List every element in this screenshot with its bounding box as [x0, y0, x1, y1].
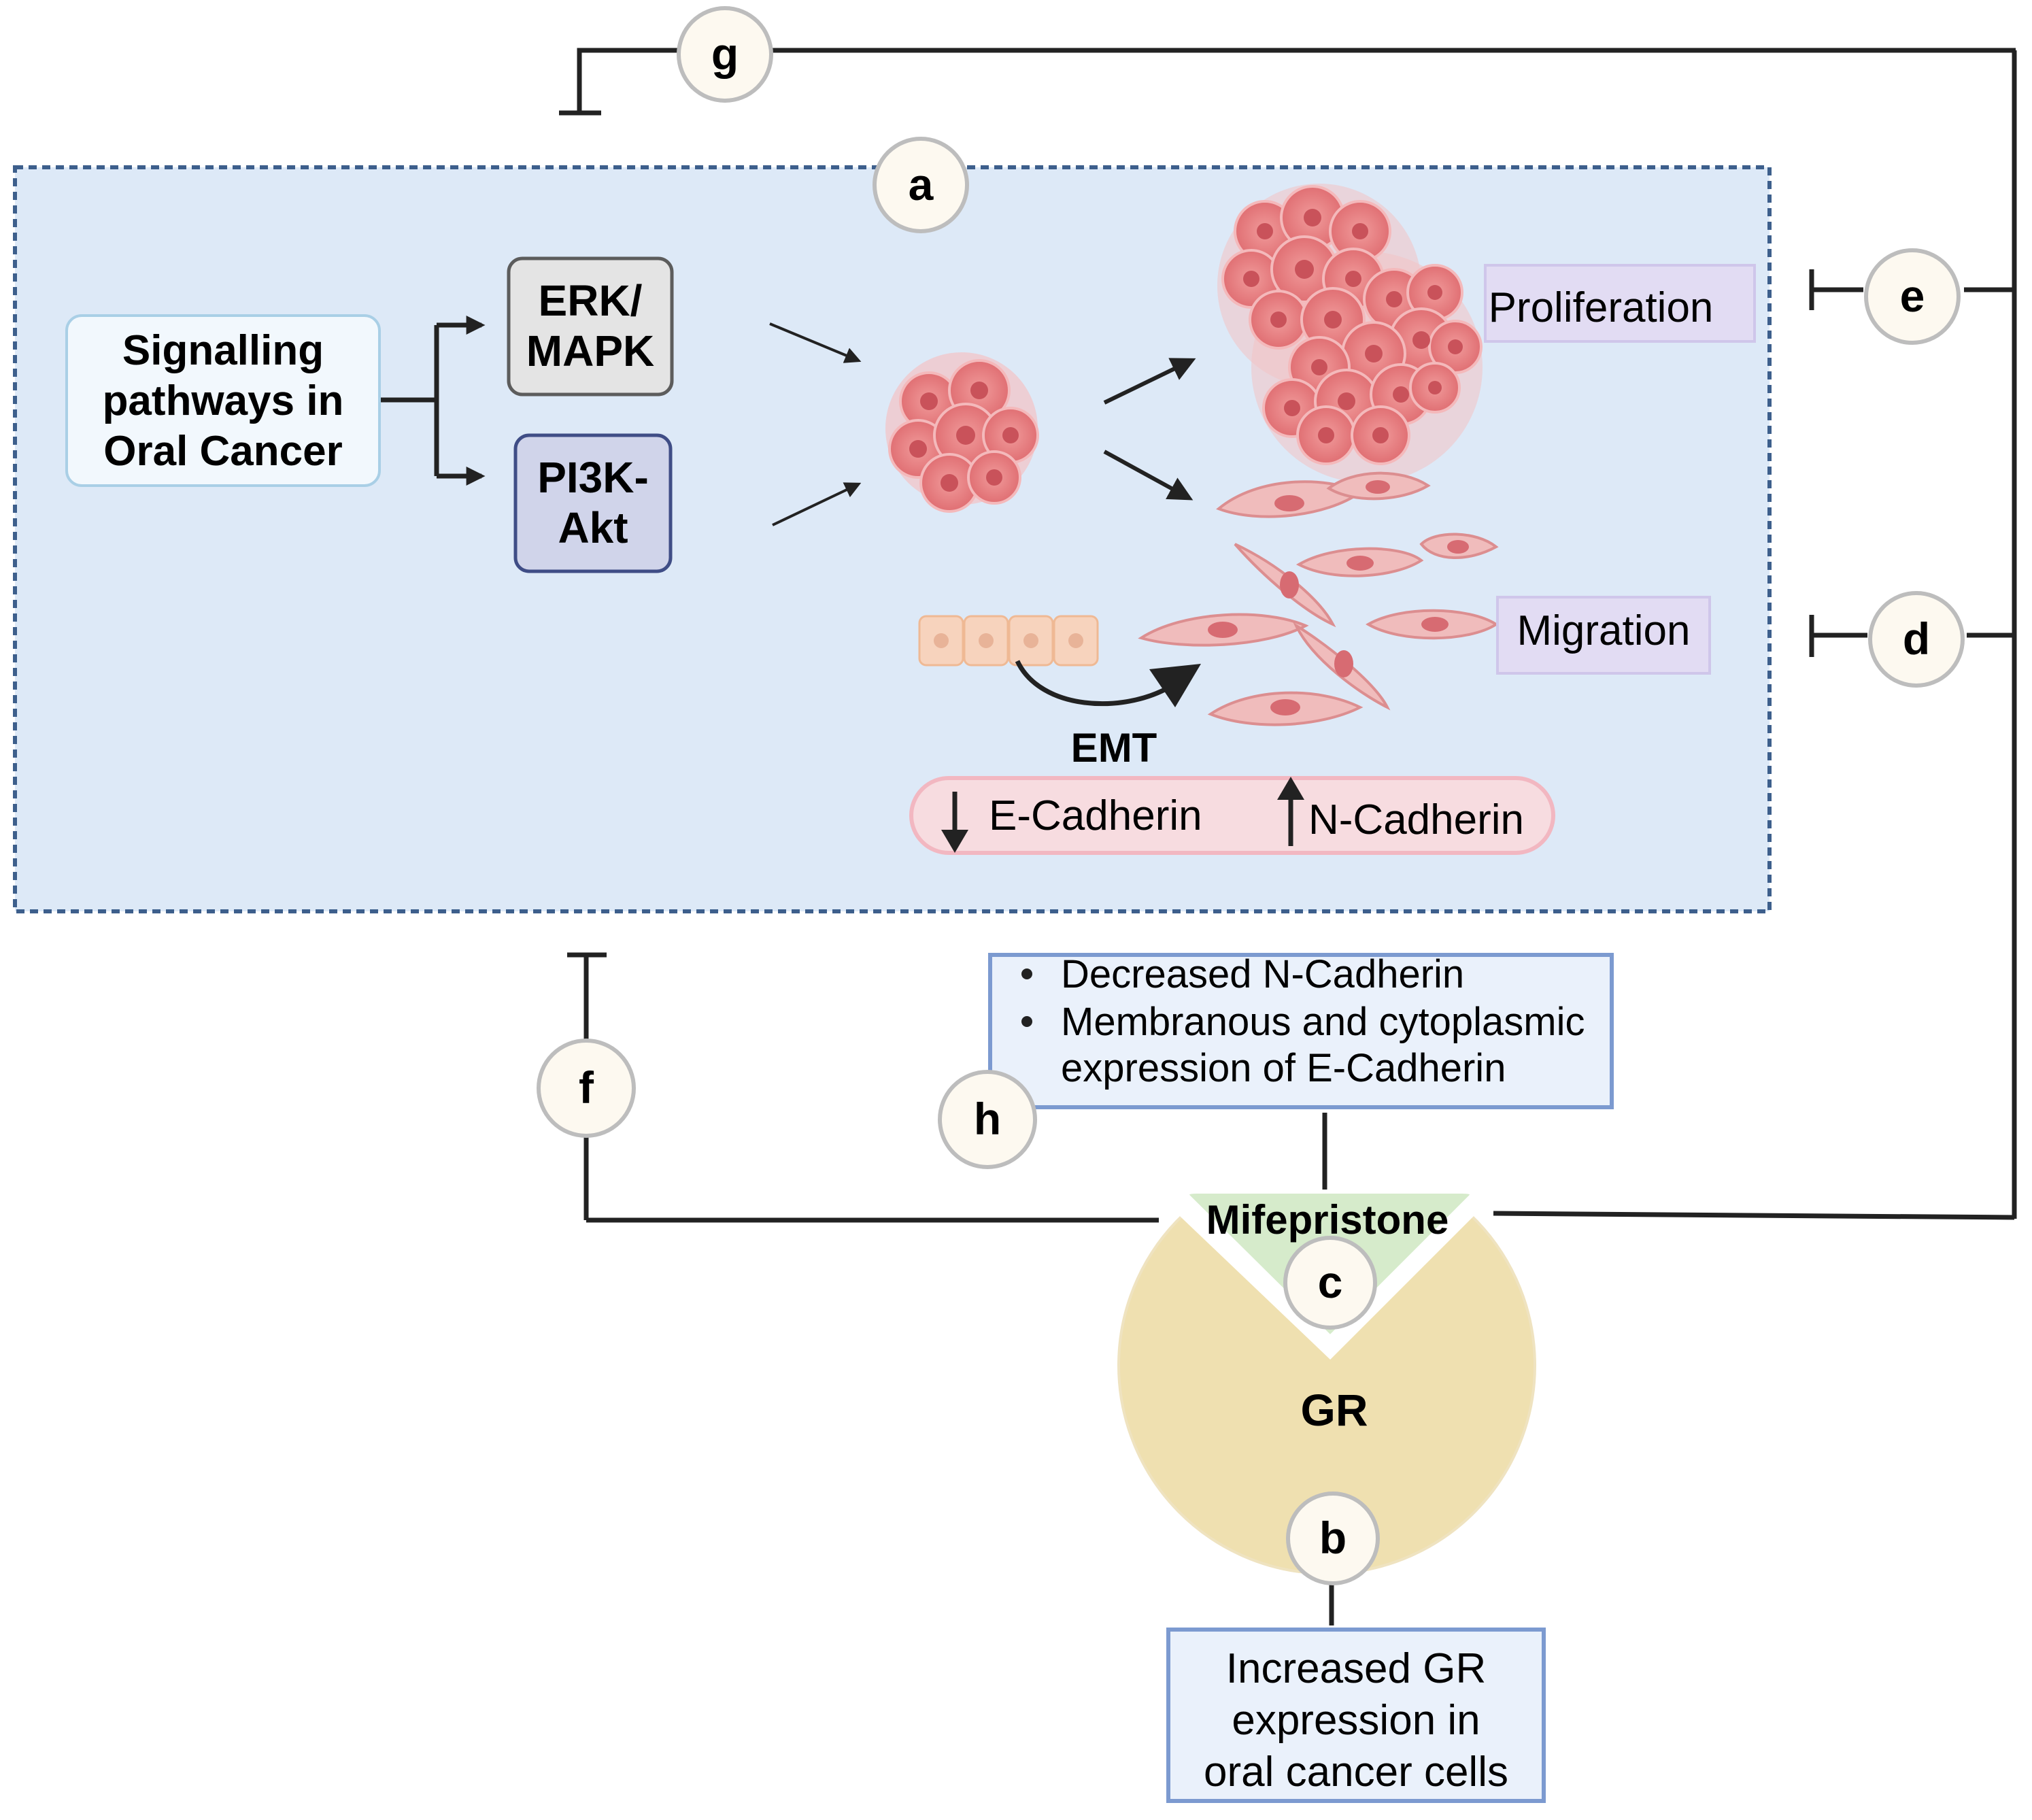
inhibition-connectors [559, 48, 2017, 1625]
marker-f: f [537, 1039, 636, 1138]
gr-box-line-3: oral cancer cells [1204, 1749, 1508, 1796]
effect-bullet-2-line-1: Membranous and cytoplasmic [1061, 1000, 1585, 1044]
svg-text:g: g [711, 29, 739, 79]
signalling-line-1: Signalling [122, 327, 324, 374]
svg-text:b: b [1319, 1513, 1347, 1563]
migration-box: Migration [1496, 596, 1711, 675]
emt-transition-arrow [1015, 660, 1171, 707]
marker-h: h [938, 1070, 1037, 1169]
pathway-split-arrows [381, 316, 486, 486]
marker-c: c [1283, 1236, 1377, 1330]
signalling-line-3: Oral Cancer [103, 428, 343, 475]
bullet-icon [1021, 968, 1032, 979]
proliferation-label: Proliferation [1489, 284, 1714, 331]
e-cadherin-label: E-Cadherin [989, 792, 1202, 839]
signalling-pathways-box: Signalling pathways in Oral Cancer [65, 314, 381, 487]
erk-mapk-box: ERK/ MAPK [507, 256, 674, 397]
pi3k-line-2: Akt [558, 503, 628, 552]
gr-expression-box: Increased GR expression in oral cancer c… [1166, 1628, 1546, 1803]
effect-bullet-2-line-2: expression of E-Cadherin [1061, 1046, 1506, 1090]
mifepristone-label: Mifepristone [1206, 1197, 1449, 1243]
marker-d: d [1868, 591, 1965, 688]
bullet-icon [1021, 1016, 1032, 1027]
proliferating-cell-cluster [1217, 184, 1483, 483]
pi3k-akt-box: PI3K- Akt [513, 433, 673, 573]
signalling-line-2: pathways in [103, 377, 344, 424]
n-cadherin-label: N-Cadherin [1308, 796, 1524, 843]
svg-text:c: c [1318, 1257, 1343, 1307]
emt-arrowhead [1149, 664, 1201, 707]
marker-a: a [873, 137, 969, 233]
tumor-to-outcome-arrows [1103, 358, 1196, 501]
svg-text:h: h [974, 1094, 1001, 1144]
tumor-cell-cluster [885, 352, 1039, 513]
pathway-to-tumor-arrows [769, 322, 862, 526]
effects-box: Decreased N-Cadherin Membranous and cyto… [988, 952, 1614, 1109]
gr-box-line-1: Increased GR [1226, 1645, 1487, 1692]
emt-label: EMT [1071, 725, 1157, 771]
migrating-cell-nuclei [1208, 480, 1469, 715]
gr-label: GR [1301, 1385, 1368, 1435]
gr-box-line-2: expression in [1232, 1697, 1480, 1744]
marker-e: e [1864, 248, 1961, 345]
pi3k-line-1: PI3K- [537, 453, 649, 502]
svg-text:f: f [579, 1062, 594, 1113]
marker-g: g [677, 6, 773, 103]
erk-line-1: ERK/ [539, 276, 643, 325]
proliferation-box: Proliferation [1484, 264, 1756, 343]
svg-text:a: a [909, 159, 934, 209]
svg-text:e: e [1900, 271, 1925, 321]
svg-text:d: d [1903, 613, 1930, 664]
epithelial-cells [918, 615, 1099, 667]
effect-bullet-1: Decreased N-Cadherin [1061, 952, 1464, 996]
marker-b: b [1286, 1492, 1380, 1585]
cadherin-pill: E-Cadherin N-Cadherin [909, 776, 1555, 855]
erk-line-2: MAPK [526, 326, 654, 375]
migration-label: Migration [1517, 607, 1691, 654]
